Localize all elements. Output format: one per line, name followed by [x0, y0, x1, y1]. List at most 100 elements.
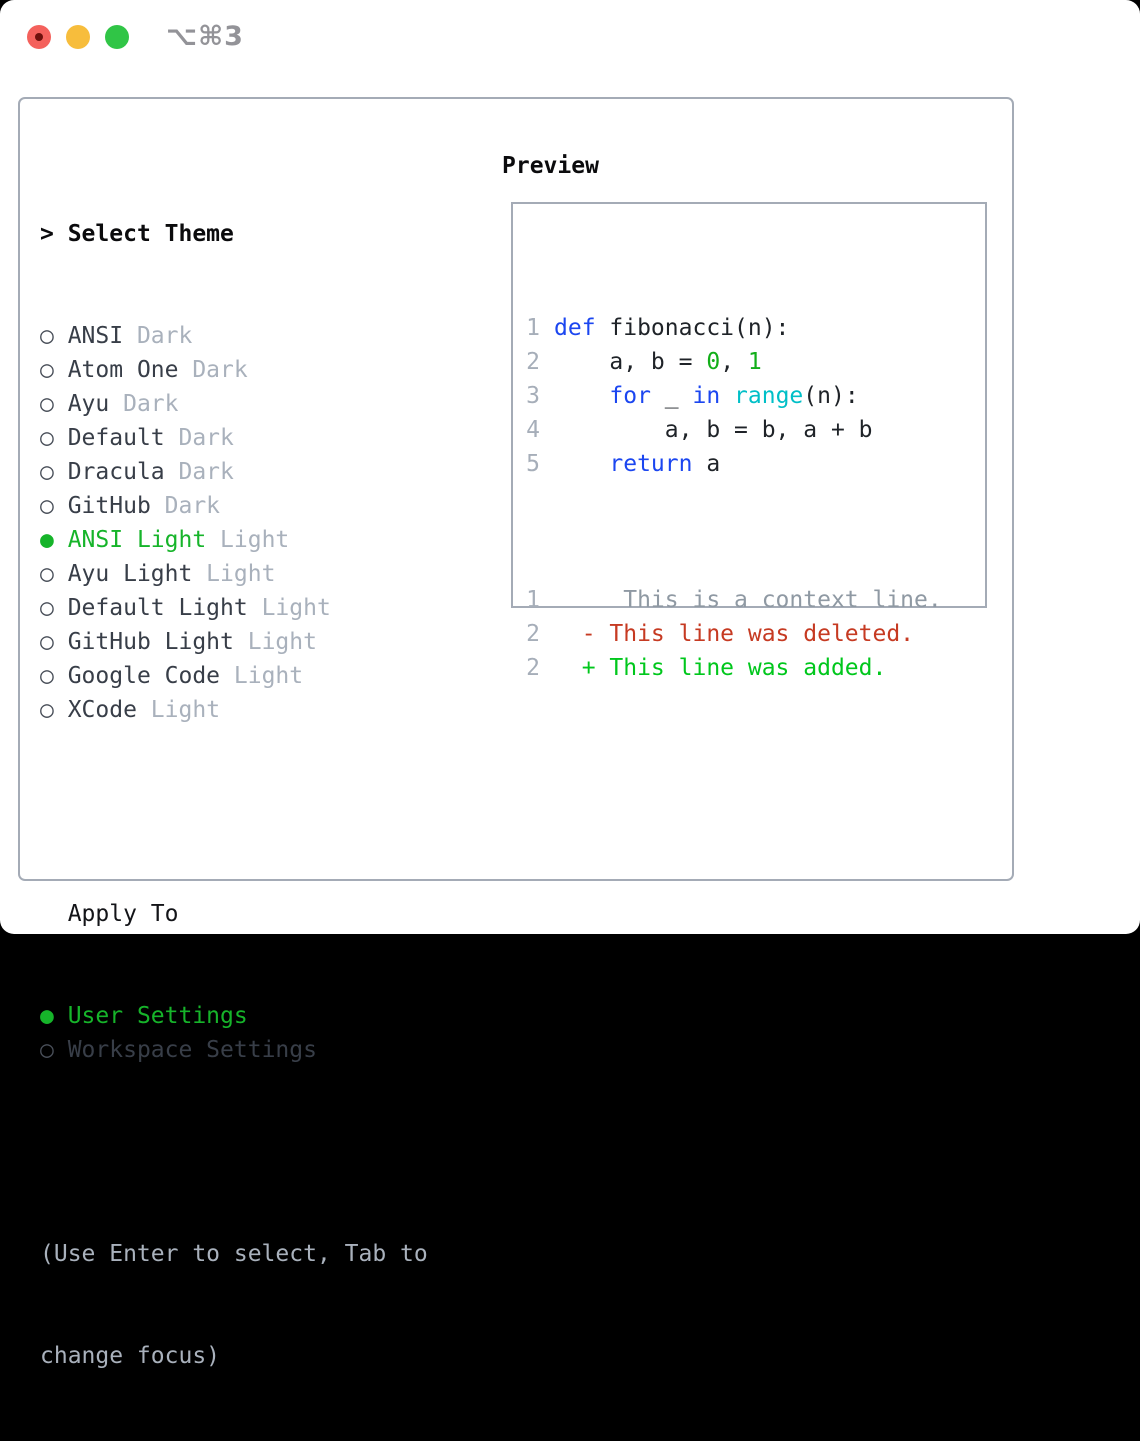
hint-text-line-1: (Use Enter to select, Tab to	[40, 1241, 428, 1267]
code-segment: This is a context line.	[554, 587, 942, 613]
theme-variant: Dark	[109, 391, 179, 417]
theme-name: GitHub	[67, 493, 151, 519]
code-line: 1 def fibonacci(n):	[526, 311, 942, 345]
theme-variant: Dark	[178, 357, 248, 383]
code-segment: - This line was deleted.	[554, 621, 915, 647]
theme-variant: Light	[206, 527, 290, 553]
radio-icon: ○	[40, 629, 68, 655]
code-segment: fibonacci(n):	[595, 315, 790, 341]
code-segment: 0	[706, 349, 721, 375]
theme-name: Google Code	[67, 663, 221, 689]
radio-icon: ○	[40, 697, 68, 723]
code-segment: for	[609, 383, 651, 409]
code-segment: in	[692, 383, 721, 409]
theme-option-atom-one[interactable]: ○ Atom One Dark	[40, 353, 428, 387]
code-segment	[554, 383, 609, 409]
theme-selector-panel: > Select Theme ○ ANSI Dark○ Atom One Dar…	[18, 97, 1014, 1369]
zoom-button[interactable]	[105, 25, 129, 49]
theme-option-dracula[interactable]: ○ Dracula Dark	[40, 455, 428, 489]
diff-line: 1 This is a context line.	[526, 583, 942, 617]
theme-name: Default Light	[67, 595, 248, 621]
code-segment: def	[554, 315, 596, 341]
diff-line: 2 - This line was deleted.	[526, 617, 942, 651]
theme-name: ANSI Light	[67, 527, 207, 553]
diff-line: 2 + This line was added.	[526, 651, 942, 685]
theme-name: GitHub Light	[67, 629, 234, 655]
code-line: 5 return a	[526, 447, 942, 481]
apply-option-user-settings[interactable]: ● User Settings	[40, 999, 428, 1033]
code-segment: a	[692, 451, 721, 477]
theme-option-google-code[interactable]: ○ Google Code Light	[40, 659, 428, 693]
line-number: 2	[526, 655, 540, 681]
theme-option-ayu-light[interactable]: ○ Ayu Light Light	[40, 557, 428, 591]
select-theme-header: > Select Theme	[40, 217, 428, 251]
code-line: 3 for _ in range(n):	[526, 379, 942, 413]
apply-option-label: User Settings	[67, 1003, 248, 1029]
diff-lines: 1 This is a context line.2 - This line w…	[526, 583, 942, 685]
theme-option-ansi[interactable]: ○ ANSI Dark	[40, 319, 428, 353]
line-number: 1	[526, 315, 540, 341]
apply-to-options: ● User Settings○ Workspace Settings	[40, 999, 428, 1067]
minimize-button[interactable]	[66, 25, 90, 49]
theme-option-ayu[interactable]: ○ Ayu Dark	[40, 387, 428, 421]
radio-icon: ○	[40, 391, 68, 417]
preview-title: Preview	[502, 153, 599, 179]
theme-option-default-light[interactable]: ○ Default Light Light	[40, 591, 428, 625]
code-segment: a, b =	[554, 349, 707, 375]
theme-variant: Dark	[123, 323, 193, 349]
apply-option-label: Workspace Settings	[67, 1037, 317, 1063]
code-segment: + This line was added.	[554, 655, 887, 681]
theme-name: XCode	[67, 697, 137, 723]
code-line: 2 a, b = 0, 1	[526, 345, 942, 379]
close-button[interactable]	[27, 25, 51, 49]
theme-list: > Select Theme ○ ANSI Dark○ Atom One Dar…	[40, 149, 428, 1441]
theme-variant: Light	[247, 595, 331, 621]
spacer-row	[40, 795, 428, 829]
radio-icon: ○	[40, 357, 68, 383]
line-number: 2	[526, 621, 540, 647]
theme-name: Default	[67, 425, 165, 451]
line-number: 3	[526, 383, 540, 409]
theme-option-xcode[interactable]: ○ XCode Light	[40, 693, 428, 727]
spacer-row	[40, 1135, 428, 1169]
radio-icon: ○	[40, 1037, 68, 1063]
theme-option-ansi-light[interactable]: ● ANSI Light Light	[40, 523, 428, 557]
radio-icon: ○	[40, 561, 68, 587]
theme-option-github-light[interactable]: ○ GitHub Light Light	[40, 625, 428, 659]
theme-option-default[interactable]: ○ Default Dark	[40, 421, 428, 455]
radio-icon: ○	[40, 323, 68, 349]
prompt-cursor-icon: >	[40, 221, 68, 247]
code-segment: range	[734, 383, 804, 409]
theme-name: Dracula	[67, 459, 165, 485]
code-segment	[554, 451, 609, 477]
theme-option-github[interactable]: ○ GitHub Dark	[40, 489, 428, 523]
line-number: 4	[526, 417, 540, 443]
radio-icon: ○	[40, 493, 68, 519]
line-number: 1	[526, 587, 540, 613]
code-segment: _	[650, 383, 693, 409]
theme-name: Ayu Light	[67, 561, 193, 587]
theme-variant: Light	[233, 629, 317, 655]
radio-selected-icon: ●	[40, 1003, 68, 1029]
theme-options: ○ ANSI Dark○ Atom One Dark○ Ayu Dark○ De…	[40, 319, 428, 727]
theme-variant: Dark	[150, 493, 221, 519]
radio-icon: ○	[40, 663, 68, 689]
code-segment: a, b = b, a + b	[554, 417, 873, 443]
code-segment: (n):	[803, 383, 859, 409]
theme-name: Atom One	[67, 357, 179, 383]
radio-icon: ○	[40, 595, 68, 621]
theme-name: ANSI	[67, 323, 124, 349]
keyboard-shortcut-label: ⌥⌘3	[166, 21, 244, 52]
radio-icon: ○	[40, 425, 68, 451]
modified-dot-icon	[35, 33, 43, 41]
apply-option-workspace-settings[interactable]: ○ Workspace Settings	[40, 1033, 428, 1067]
code-segment	[720, 383, 734, 409]
theme-variant: Dark	[164, 425, 234, 451]
theme-variant: Light	[136, 697, 221, 723]
radio-selected-icon: ●	[40, 527, 68, 553]
line-number: 2	[526, 349, 540, 375]
code-line: 4 a, b = b, a + b	[526, 413, 942, 447]
